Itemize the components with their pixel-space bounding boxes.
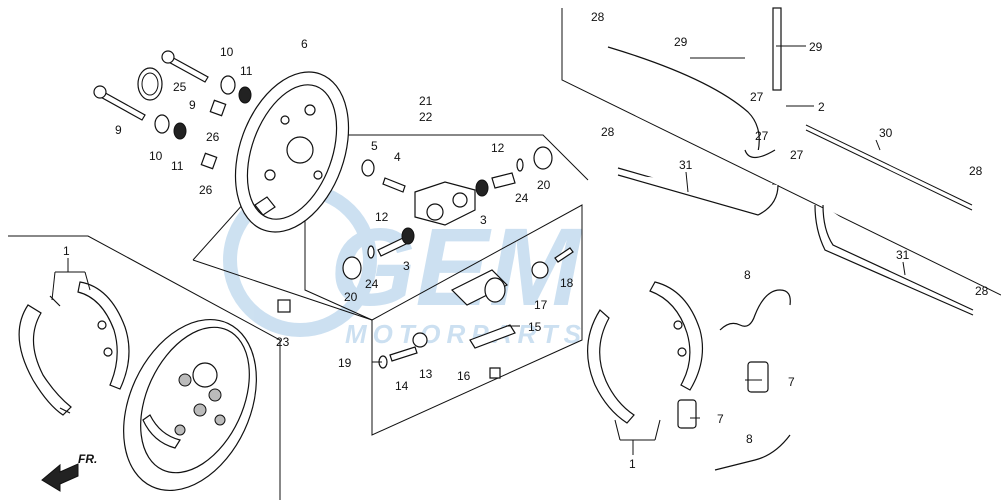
label-part-3-upper: 3 xyxy=(480,213,487,227)
label-part-28-bottom: 28 xyxy=(975,284,989,298)
label-part-27-lower: 27 xyxy=(790,148,804,162)
springs-and-clips xyxy=(677,289,791,471)
brake-drum-part xyxy=(123,318,257,492)
label-part-24-lower: 24 xyxy=(365,277,379,291)
label-part-7-upper: 7 xyxy=(788,375,795,389)
label-part-29-left: 29 xyxy=(674,35,688,49)
label-part-15: 15 xyxy=(528,320,542,334)
label-part-10-lower: 10 xyxy=(149,149,163,163)
label-part-3-lower: 3 xyxy=(403,259,410,273)
label-part-31-upper: 31 xyxy=(679,158,693,172)
label-part-9-right: 9 xyxy=(189,98,196,112)
label-part-9-left: 9 xyxy=(115,123,122,137)
label-part-1-right: 1 xyxy=(629,457,636,471)
label-part-6: 6 xyxy=(301,37,308,51)
label-part-27-middle: 27 xyxy=(755,129,769,143)
label-part-17: 17 xyxy=(534,298,548,312)
front-direction-arrow: FR. xyxy=(41,452,97,492)
label-part-4: 4 xyxy=(394,150,401,164)
brake-shoes-left-part xyxy=(18,281,130,416)
label-part-18: 18 xyxy=(560,276,574,290)
label-part-20-upper: 20 xyxy=(537,178,551,192)
wheel-cylinder-parts xyxy=(342,146,553,280)
label-part-12-lower: 12 xyxy=(375,210,389,224)
label-part-25: 25 xyxy=(173,80,187,94)
label-part-1-left: 1 xyxy=(63,244,70,258)
label-part-21: 21 xyxy=(419,94,433,108)
label-part-26-lower: 26 xyxy=(199,183,213,197)
watermark-sub: MOTORPARTS xyxy=(345,319,587,349)
group-frames xyxy=(8,8,1001,500)
label-part-8-upper: 8 xyxy=(744,268,751,282)
label-part-10-upper: 10 xyxy=(220,45,234,59)
label-part-28-top: 28 xyxy=(591,10,605,24)
brake-panel-part xyxy=(234,71,350,233)
pins-and-hardware xyxy=(93,50,291,313)
callout-labels: 1 1 2 3 3 4 5 6 7 7 8 8 9 9 10 10 11 11 … xyxy=(63,10,989,471)
label-part-29-right: 29 xyxy=(809,40,823,54)
label-part-26-upper: 26 xyxy=(206,130,220,144)
label-part-19: 19 xyxy=(338,356,352,370)
label-part-28-left: 28 xyxy=(601,125,615,139)
label-part-2: 2 xyxy=(818,100,825,114)
label-part-30: 30 xyxy=(879,126,893,140)
lower-cylinder-parts xyxy=(378,247,574,379)
label-part-23: 23 xyxy=(276,335,290,349)
label-part-5: 5 xyxy=(371,139,378,153)
label-part-11-upper: 11 xyxy=(240,64,253,78)
leader-lines xyxy=(51,45,906,455)
label-part-20-lower: 20 xyxy=(344,290,358,304)
label-part-24-upper: 24 xyxy=(515,191,529,205)
hoses xyxy=(607,7,974,316)
label-part-16: 16 xyxy=(457,369,471,383)
label-part-14: 14 xyxy=(395,379,409,393)
label-part-31-lower: 31 xyxy=(896,248,910,262)
brake-shoes-right-part xyxy=(587,281,704,424)
label-part-7-lower: 7 xyxy=(717,412,724,426)
label-part-8-lower: 8 xyxy=(746,432,753,446)
label-part-22: 22 xyxy=(419,110,433,124)
label-part-27-upper: 27 xyxy=(750,90,764,104)
label-part-13: 13 xyxy=(419,367,433,381)
label-part-11-lower: 11 xyxy=(171,159,184,173)
direction-label: FR. xyxy=(78,452,97,466)
label-part-12-upper: 12 xyxy=(491,141,505,155)
label-part-28-right: 28 xyxy=(969,164,983,178)
